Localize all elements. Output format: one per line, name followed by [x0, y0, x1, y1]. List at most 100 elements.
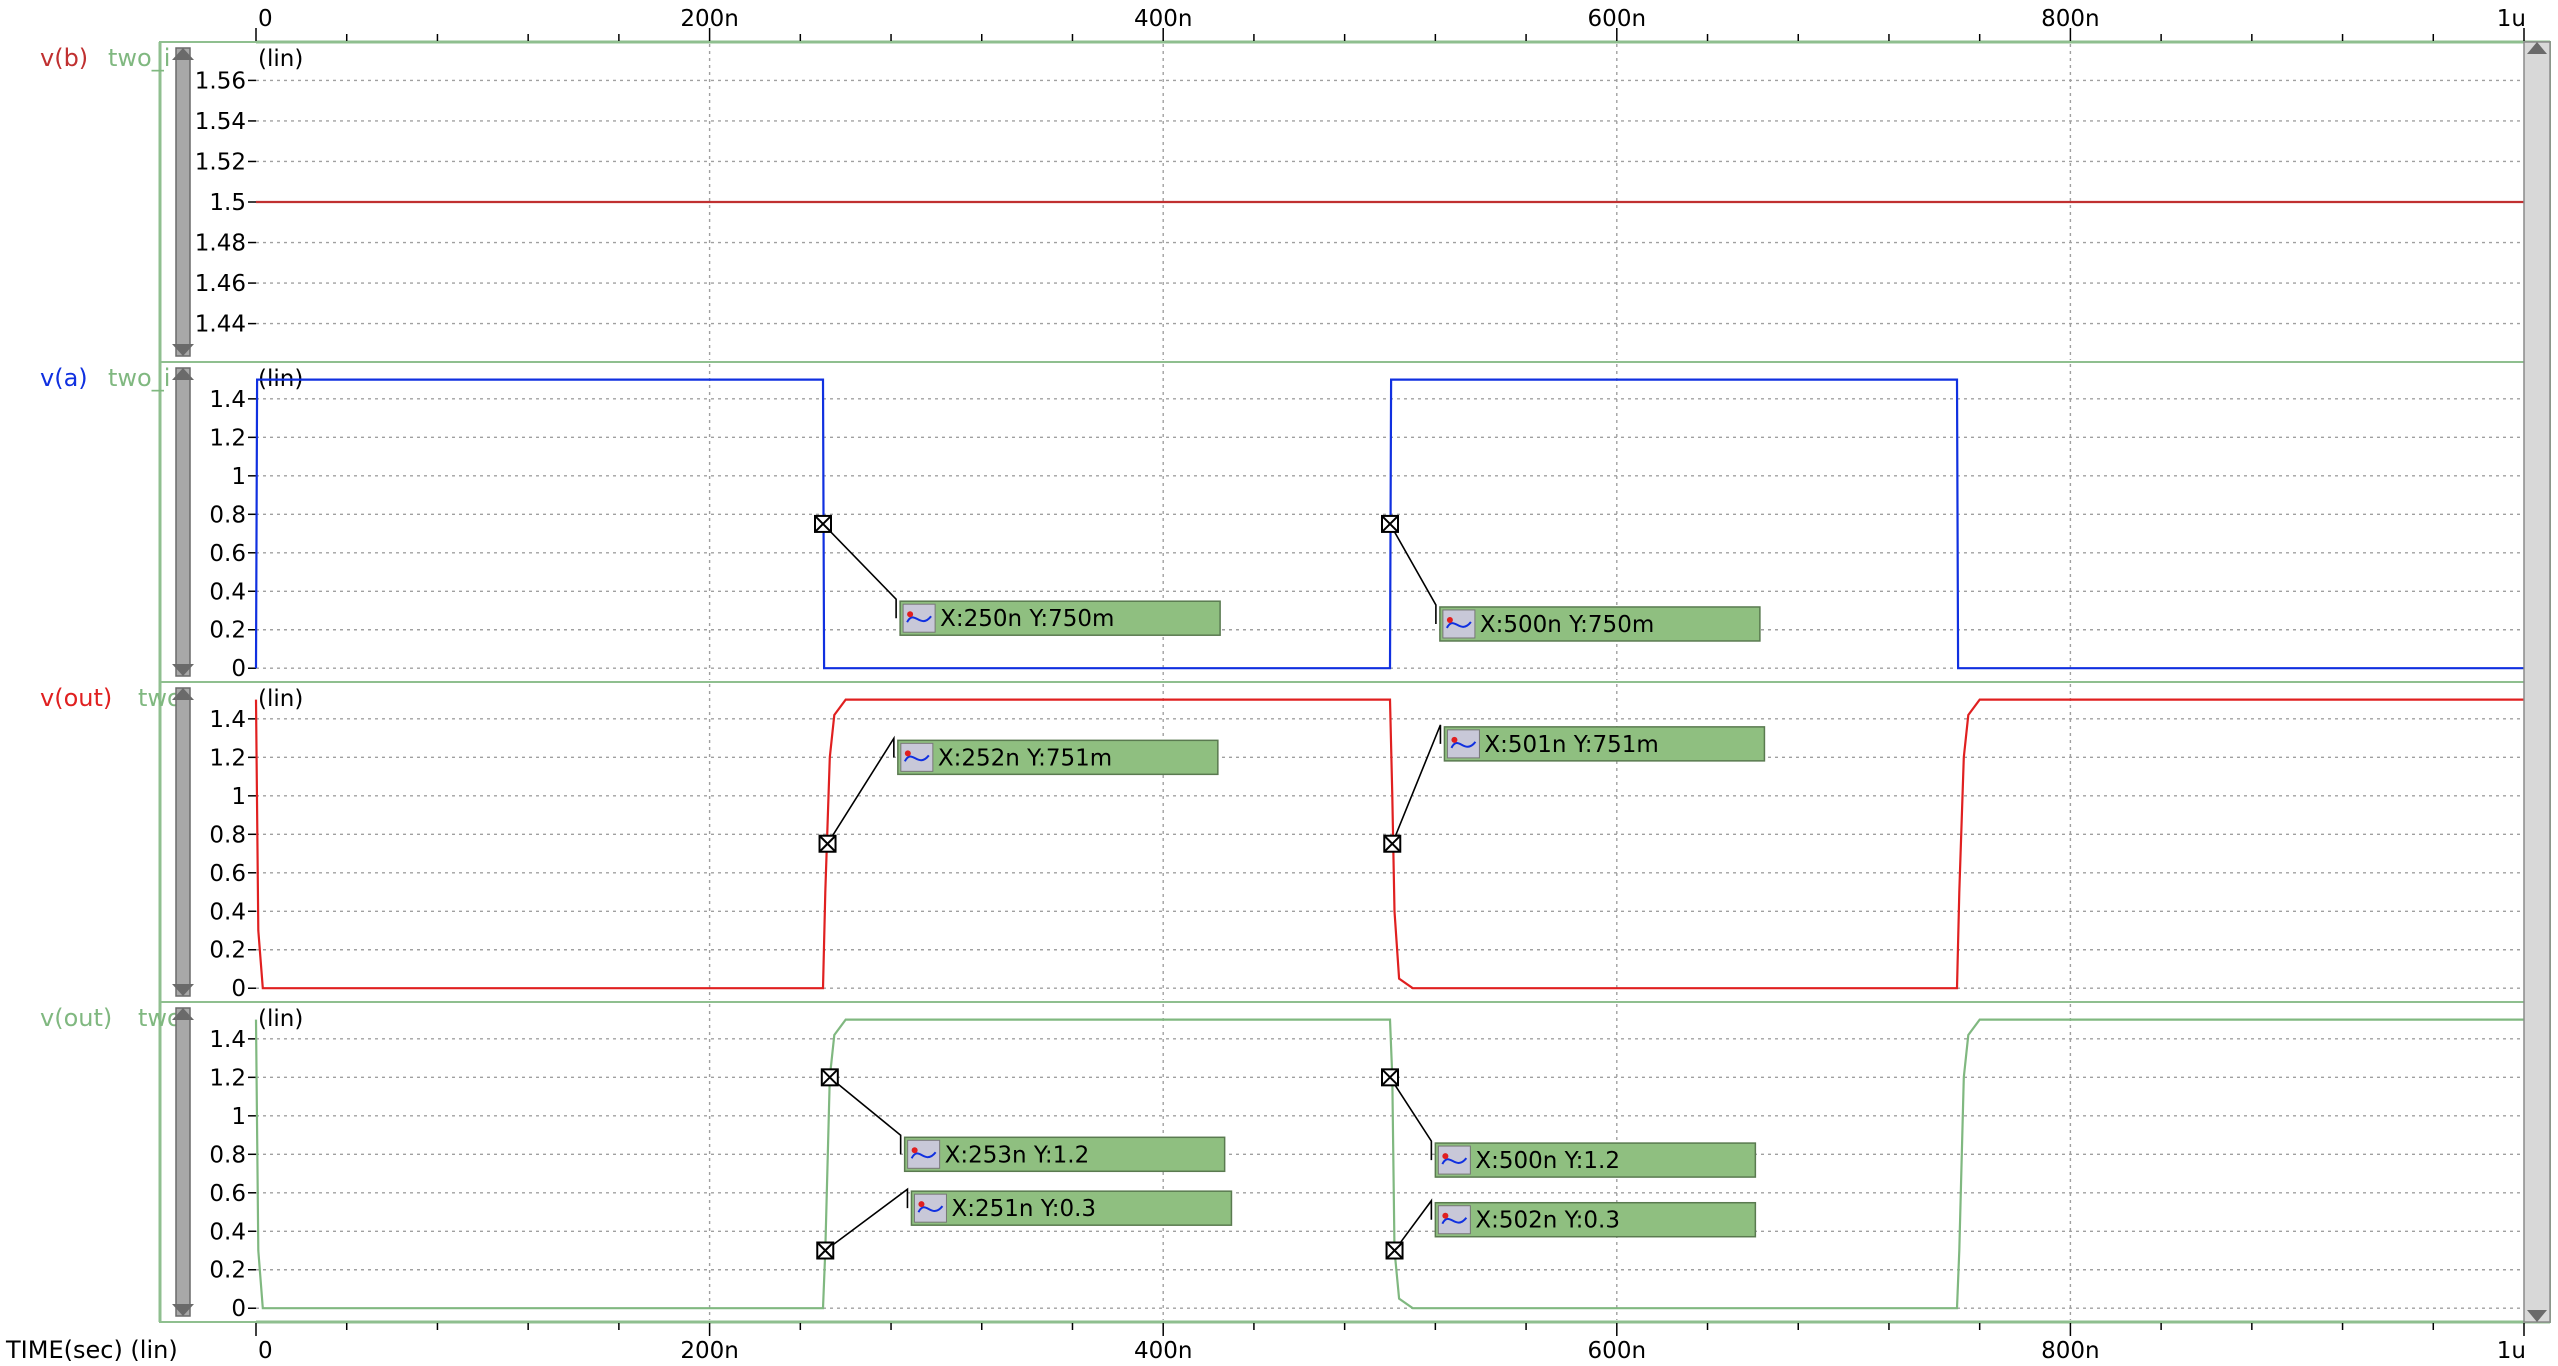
panel-scroll-up-icon[interactable] [172, 1008, 194, 1020]
panel-scrollbar-track[interactable] [175, 687, 191, 997]
marker-label-box[interactable] [899, 600, 1221, 636]
y-tick-label: 0 [231, 1296, 246, 1322]
panel-scrollbar-track[interactable] [175, 367, 191, 677]
time-tick-label: 1u [2497, 1338, 2526, 1364]
marker-label-box[interactable] [903, 1136, 1226, 1173]
y-tick-label: 1.4 [209, 1027, 246, 1053]
y-tick-label: 0.4 [209, 579, 246, 605]
marker-cross [814, 515, 832, 533]
y-tick-label: 1.44 [195, 312, 246, 338]
marker-cross [1381, 1068, 1399, 1087]
x-axis-label: TIME(sec) (lin) [5, 1336, 178, 1364]
panel-scroll-down-icon[interactable] [172, 664, 194, 676]
y-tick-label: 1.56 [195, 68, 246, 94]
waveform-icon-dot [911, 1147, 918, 1154]
marker-leader-line [1393, 1198, 1433, 1251]
waveform-panels: v(b) two_i (lin) 1.56 1.54 1.52 1.5 1.48 1.46 1.4… [40, 41, 2551, 1323]
marker-label-box[interactable] [910, 1190, 1233, 1226]
panel-signal-sublabel: two_i [108, 44, 170, 72]
panel-signal-label: v(out) [40, 684, 112, 712]
marker-cross [1383, 835, 1401, 853]
waveform-icon-dot [907, 611, 914, 618]
time-tick-label: 600n [1588, 6, 1646, 32]
marker-leader-line [1389, 1076, 1433, 1161]
marker-leader-line [829, 1076, 902, 1155]
waveform-panel: v(out)two(lin)1.41.210.80.60.40.20X:252n… [40, 681, 2551, 1003]
panel-scale-label: (lin) [258, 686, 303, 712]
y-tick-label: 1.48 [195, 231, 246, 257]
panel-signal-label: v(a) [40, 364, 88, 392]
marker-label-box[interactable] [1443, 726, 1766, 762]
time-tick-label: 0 [258, 6, 273, 32]
right-scrollbar-track[interactable] [2523, 41, 2551, 1323]
waveform-icon-dot [1442, 1212, 1449, 1219]
waveform-icon-dot [1446, 616, 1453, 623]
marker-label-box[interactable] [1439, 606, 1761, 642]
panel-scrollbar-track[interactable] [175, 47, 191, 357]
waveform-icon-curve [1446, 621, 1472, 629]
marker-leader-line [1391, 724, 1442, 845]
time-tick-label: 800n [2041, 1338, 2099, 1364]
right-scroll-down-icon[interactable] [2527, 1310, 2547, 1322]
y-tick-label: 1.54 [195, 109, 246, 135]
y-tick-label: 0.8 [209, 822, 246, 848]
marker-label-box[interactable] [897, 739, 1219, 776]
marker-leader-line [824, 1187, 909, 1252]
waveform-icon [913, 1193, 947, 1223]
waveform-icon-dot [918, 1201, 925, 1208]
panel-scale-label: (lin) [258, 46, 303, 72]
y-tick-label: 1.46 [195, 271, 246, 297]
waveform-icon-curve [903, 754, 930, 762]
y-tick-label: 1.52 [195, 149, 246, 175]
panel-signal-label: v(out) [40, 1004, 112, 1032]
time-tick-label: 0 [258, 1338, 273, 1364]
marker-leader-line [822, 523, 897, 619]
y-tick-label: 0.2 [209, 618, 246, 644]
waveform-panel: v(a)two_i(lin)1.41.210.80.60.40.20X:250n… [40, 361, 2551, 683]
y-tick-label: 0.2 [209, 938, 246, 964]
waveform-icon [900, 742, 934, 772]
right-scroll-up-icon[interactable] [2527, 42, 2547, 54]
y-tick-label: 0.8 [209, 1142, 246, 1168]
time-tick-label: 1u [2497, 6, 2526, 32]
waveform-panel: v(out)two(lin)1.41.210.80.60.40.20X:253n… [40, 1001, 2551, 1323]
marker-label-box[interactable] [1434, 1142, 1757, 1178]
y-tick-label: 1 [231, 464, 246, 490]
marker-label-box[interactable] [1434, 1201, 1757, 1238]
right-scrollbar[interactable] [2523, 41, 2551, 1323]
panel-scroll-down-icon[interactable] [172, 1304, 194, 1316]
y-tick-label: 1.5 [209, 190, 246, 216]
marker-label-text: X:502n Y:0.3 [1475, 1208, 1620, 1234]
panel-scrollbar-track[interactable] [175, 1007, 191, 1317]
panel-scroll-up-icon[interactable] [172, 368, 194, 380]
y-tick-label: 0.2 [209, 1258, 246, 1284]
y-tick-label: 1.4 [209, 707, 246, 733]
y-tick-label: 1.2 [209, 745, 246, 771]
y-tick-label: 0.6 [209, 1181, 246, 1207]
marker-cross [821, 1068, 839, 1087]
waveform-icon-dot [1451, 736, 1458, 743]
panel-scroll-down-icon[interactable] [172, 344, 194, 356]
time-tick-label: 800n [2041, 6, 2099, 32]
y-tick-label: 1 [231, 784, 246, 810]
panel-scroll-up-icon[interactable] [172, 688, 194, 700]
y-tick-label: 0 [231, 976, 246, 1002]
y-tick-label: 0.6 [209, 861, 246, 887]
marker-label-text: X:501n Y:751m [1484, 732, 1658, 758]
time-tick-label: 400n [1134, 6, 1192, 32]
y-tick-label: 1.4 [209, 387, 246, 413]
panel-scroll-up-icon[interactable] [172, 48, 194, 60]
panel-signal-sublabel: two_i [108, 364, 170, 392]
marker-label-text: X:251n Y:0.3 [951, 1196, 1096, 1222]
time-tick-label: 400n [1134, 1338, 1192, 1364]
panel-signal-label: v(b) [40, 44, 88, 72]
waveform-icon-curve [917, 1205, 944, 1213]
y-tick-label: 0.4 [209, 1219, 246, 1245]
panel-scroll-down-icon[interactable] [172, 984, 194, 996]
waveform-icon-curve [1450, 741, 1477, 749]
waveform-icon [1437, 1205, 1471, 1235]
time-tick-label: 200n [680, 1338, 738, 1364]
marker-leader-line [1389, 523, 1437, 624]
waveform-trace [254, 378, 2524, 670]
